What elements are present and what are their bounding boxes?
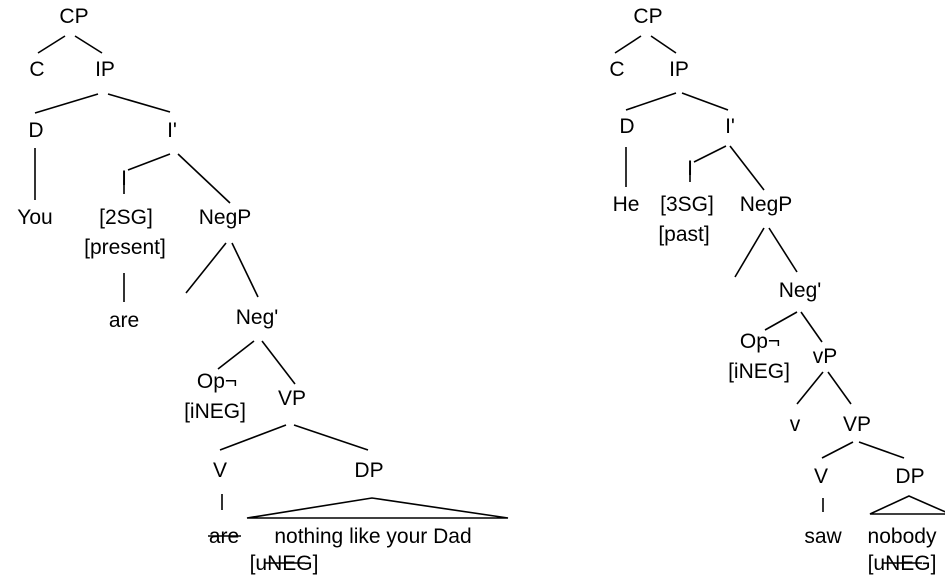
tree-you-are: CP C IP D I' You I NegP [2SG] [present] … <box>17 5 509 575</box>
tree-he-saw: CP C IP D I' He I [3SG] NegP [past] Neg'… <box>609 5 945 575</box>
node-negbar: Neg' <box>236 306 279 329</box>
edge-negbar-vsmall-r <box>800 311 823 343</box>
edge-vsmall-vp-r <box>827 371 852 405</box>
node-op-r: Op¬ <box>740 330 780 353</box>
node-d-r: D <box>619 115 634 138</box>
node-you: You <box>17 206 52 229</box>
edge-negbar-vp <box>261 340 296 385</box>
node-cp: CP <box>59 5 88 28</box>
edge-vsmall-v-r <box>796 371 824 405</box>
node-ineg: [iNEG] <box>184 400 246 423</box>
node-nothing: nothing like your Dad <box>274 525 471 548</box>
edge-cp-ip <box>74 35 103 54</box>
node-i-r: I <box>687 157 693 180</box>
edge-cp-c-r <box>614 35 642 54</box>
node-v: V <box>213 459 227 482</box>
edge-ip-ibar <box>107 93 171 113</box>
node-past-r: [past] <box>658 223 709 246</box>
node-vp-r: VP <box>843 413 871 436</box>
edge-cp-ip-r <box>650 35 677 54</box>
node-vsmall-r: vP <box>813 345 838 368</box>
edge-negp-negbar <box>231 242 259 298</box>
node-v-r: V <box>814 465 828 488</box>
node-c-r: C <box>609 58 624 81</box>
edge-ip-d-r <box>625 92 677 111</box>
node-2sg: [2SG] <box>99 206 153 229</box>
node-negbar-r: Neg' <box>779 279 822 302</box>
node-op: Op¬ <box>197 370 237 393</box>
edge-negbar-op <box>217 340 255 370</box>
node-are-i: are <box>109 309 139 332</box>
edge-ip-ibar-r <box>681 92 729 111</box>
node-present: [present] <box>84 236 166 259</box>
edge-negp-negbar-r <box>768 227 798 273</box>
edge-vp-dp <box>293 424 369 451</box>
edge-ibar-negp-r <box>729 145 765 191</box>
edge-ip-d <box>34 93 99 114</box>
edge-negp-left-r <box>734 227 765 278</box>
edge-cp-c <box>37 35 66 54</box>
node-ineg-r: [iNEG] <box>728 360 790 383</box>
node-cp-r: CP <box>633 5 662 28</box>
node-saw-r: saw <box>804 525 842 548</box>
node-dp: DP <box>354 459 383 482</box>
node-3sg-r: [3SG] <box>660 193 714 216</box>
triangle-dp <box>246 497 509 519</box>
edge-ibar-i-r <box>693 145 727 163</box>
node-negp-r: NegP <box>740 193 793 216</box>
node-vp: VP <box>278 387 306 410</box>
edge-ibar-i <box>127 153 171 171</box>
node-ibar: I' <box>167 119 177 142</box>
edge-vp-v <box>219 424 287 451</box>
triangle-dp-r <box>869 495 945 515</box>
edge-ibar-negp <box>177 153 231 204</box>
node-vlower-r: v <box>790 413 801 436</box>
node-ibar-r: I' <box>725 115 735 138</box>
edge-negp-left <box>185 242 227 294</box>
node-i: I <box>121 167 127 190</box>
edge-negbar-op-r <box>764 311 798 331</box>
node-c: C <box>29 58 44 81</box>
node-negp: NegP <box>199 206 252 229</box>
node-d: D <box>28 119 43 142</box>
node-ip-r: IP <box>669 58 689 81</box>
node-dp-r: DP <box>895 465 924 488</box>
edge-vp-dp-r <box>858 441 905 459</box>
edge-vp-v-r <box>821 441 854 459</box>
node-he-r: He <box>613 193 640 216</box>
node-nobody-r: nobody <box>868 525 937 548</box>
node-ip: IP <box>95 58 115 81</box>
